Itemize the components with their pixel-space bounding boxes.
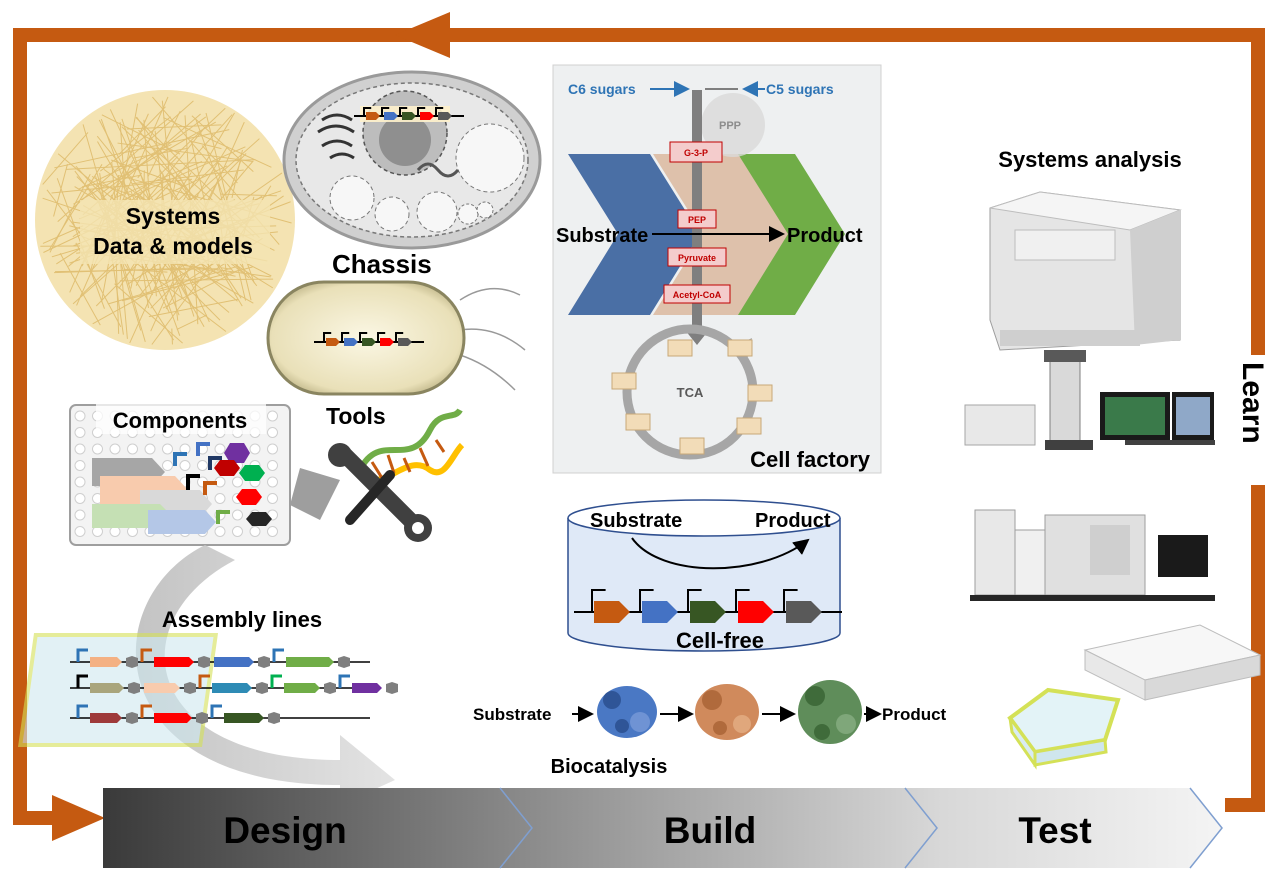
biocatalysis-title: Biocatalysis	[551, 756, 668, 778]
enzyme-green-icon	[798, 680, 862, 744]
cycle-arrowhead-bottom	[52, 795, 105, 841]
cell-free-reactor: Substrate Product Cell-free	[567, 499, 842, 653]
eukaryotic-cell	[282, 70, 542, 250]
cycle-frame: Learn	[13, 12, 1267, 841]
pep-label: PEP	[688, 215, 706, 225]
cf-product-label: Product	[787, 225, 863, 247]
well-plate-yellow-icon	[1007, 687, 1121, 770]
hplc-system-icon	[970, 509, 1215, 601]
cf-substrate-label: Substrate	[556, 225, 648, 247]
bacterial-cell	[266, 280, 526, 396]
bio-substrate-label: Substrate	[473, 705, 551, 724]
tools-graphic: Tools	[290, 403, 465, 542]
components-plate: Components	[69, 404, 291, 546]
assembly-lines-title: Assembly lines	[162, 607, 322, 632]
chassis-title: Chassis	[332, 249, 432, 279]
stage-build: Build	[664, 810, 756, 851]
pyruvate-label: Pyruvate	[678, 253, 716, 263]
stage-bar: Design Build Test	[103, 787, 1223, 869]
mass-spectrometer-icon	[989, 191, 1182, 351]
systems-analysis-title: Systems analysis	[998, 147, 1181, 172]
biocatalysis: Substrate Product Biocatalysis	[473, 680, 947, 778]
g3p-label: G-3-P	[684, 148, 708, 158]
stage-test: Test	[1018, 810, 1091, 851]
wrench-icon	[328, 443, 432, 542]
systems-analysis: Systems analysis	[964, 147, 1262, 770]
tools-title: Tools	[326, 403, 386, 429]
learn-label: Learn	[1236, 362, 1267, 444]
c6-sugars-label: C6 sugars	[568, 81, 636, 97]
data-models-title: Data & models	[93, 233, 253, 259]
chevron-product	[738, 154, 845, 315]
tca-label: TCA	[677, 385, 704, 400]
ppp-label: PPP	[719, 120, 741, 132]
assembly-lines: Assembly lines	[18, 607, 398, 747]
microscope-workstation-icon	[964, 350, 1215, 450]
enzyme-orange-icon	[695, 684, 759, 740]
systems-title: Systems	[126, 203, 221, 229]
cycle-arrowhead-top	[395, 12, 450, 58]
stage-design: Design	[223, 810, 346, 851]
bio-product-label: Product	[882, 705, 947, 724]
cf-free-substrate-label: Substrate	[590, 510, 682, 532]
components-title: Components	[113, 408, 247, 433]
chevron-substrate	[568, 154, 700, 315]
systems-network: Systems Data & models	[35, 90, 295, 350]
c5-sugars-label: C5 sugars	[766, 81, 834, 97]
cell-free-title: Cell-free	[676, 628, 764, 653]
acetyl-coa-label: Acetyl-CoA	[673, 290, 722, 300]
enzyme-blue-icon	[597, 686, 657, 738]
cf-free-product-label: Product	[755, 510, 831, 532]
well-plate-white-icon	[1083, 624, 1262, 701]
cell-factory-panel: PPP C6 sugars C5 sugars G-3-P PEP Pyruva…	[552, 64, 882, 474]
cell-factory-title: Cell factory	[750, 447, 871, 472]
